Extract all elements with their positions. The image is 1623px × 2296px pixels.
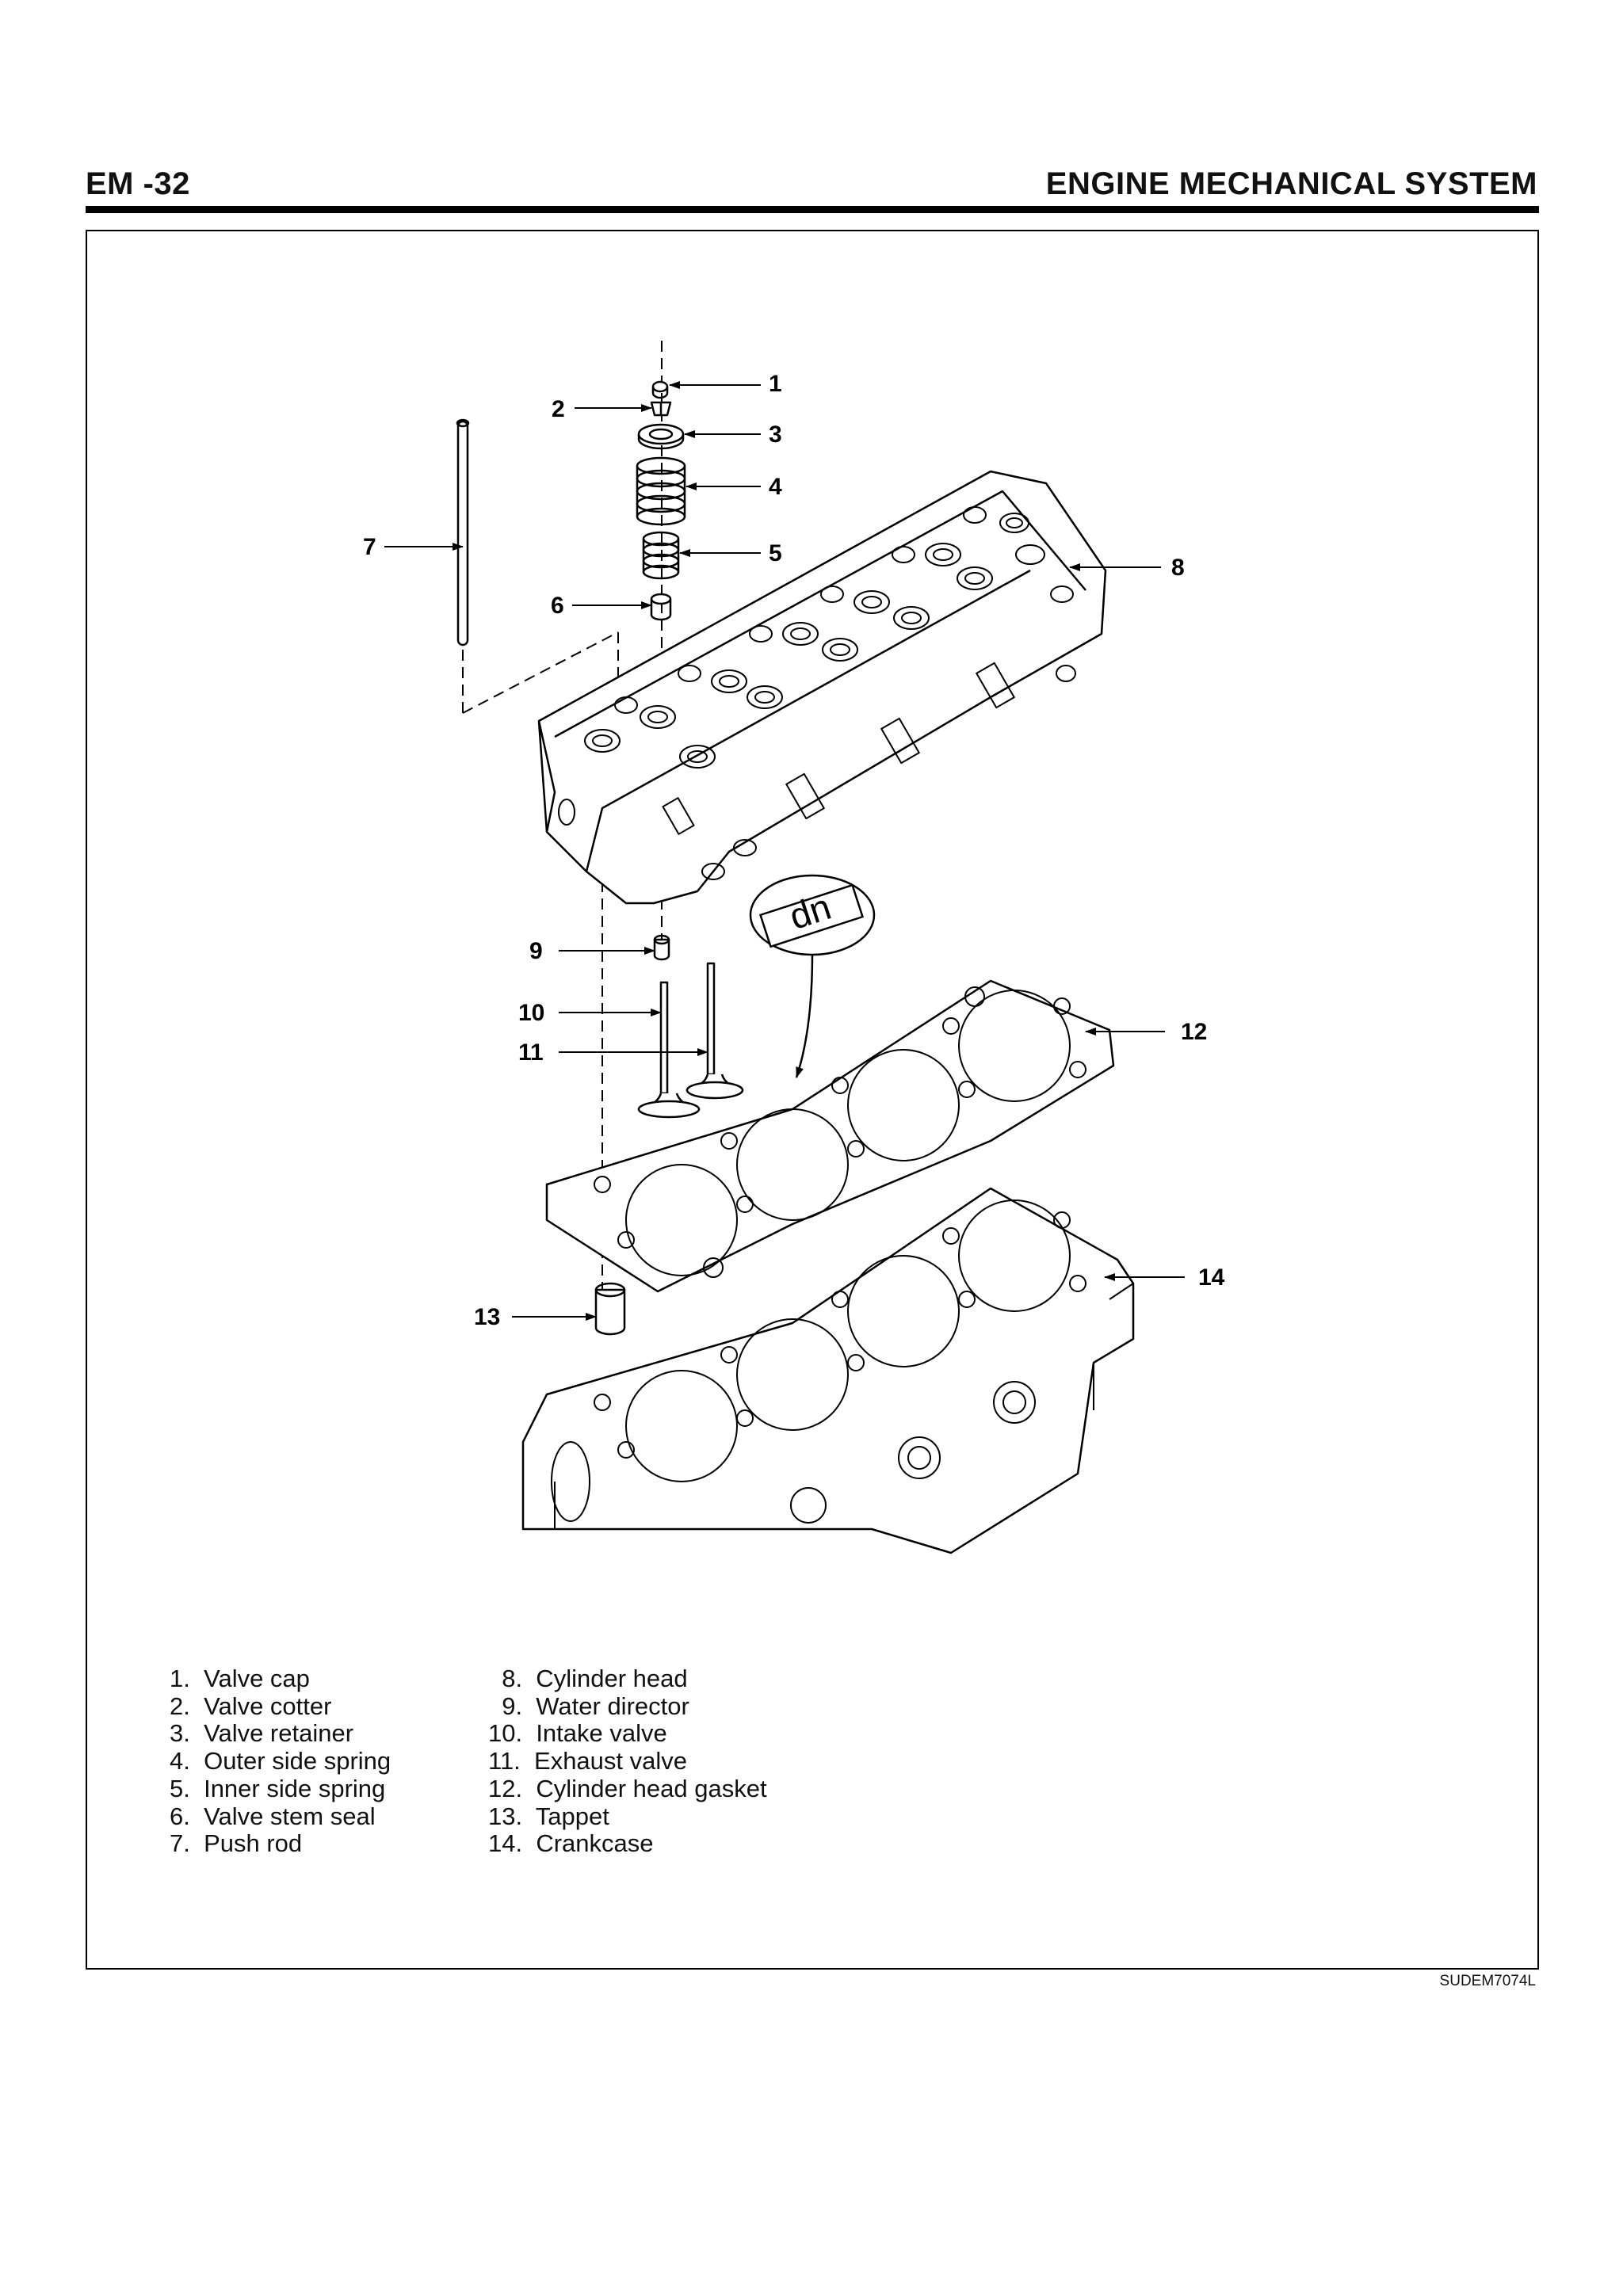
legend-item-valve-retainer: 3. Valve retainer (170, 1719, 354, 1748)
inner-side-spring (642, 531, 680, 580)
section-title: ENGINE MECHANICAL SYSTEM (1045, 166, 1537, 201)
figure-code: SUDEM7074L (1439, 1973, 1536, 1989)
legend-item-cylinder-head: 8. Cylinder head (488, 1665, 688, 1692)
callout-7: 7 (363, 534, 376, 560)
valve-stem-seal (650, 593, 672, 621)
valve-cotter (650, 401, 672, 417)
header-rule (86, 206, 1539, 213)
callout-11: 11 (518, 1039, 544, 1066)
legend-item-crankcase: 14. Crankcase (488, 1829, 654, 1858)
figure-frame (86, 230, 1539, 1970)
legend-item-valve-stem-seal: 6. Valve stem seal (170, 1802, 376, 1830)
legend-left-column: 1. Valve cap 2. Valve cotter 3. Valve re… (170, 1665, 391, 1858)
legend-item-cylinder-head-gasket: 12. Cylinder head gasket (488, 1774, 767, 1802)
legend-item-exhaust-valve: 11. Exhaust valve (488, 1747, 688, 1775)
legend-item-tappet: 13. Tappet (488, 1802, 609, 1830)
legend-item-push-rod: 7. Push rod (170, 1829, 303, 1858)
legend-item-valve-cap: 1. Valve cap (170, 1665, 310, 1692)
callout-12: 12 (1181, 1019, 1207, 1045)
callout-9: 9 (529, 938, 543, 964)
exhaust-valve (685, 962, 744, 1100)
cylinder-head (537, 470, 1107, 905)
callout-3: 3 (769, 421, 782, 448)
callout-5: 5 (769, 540, 782, 566)
callout-leaders (384, 381, 1185, 1321)
callout-6: 6 (551, 593, 564, 619)
callout-1: 1 (769, 371, 782, 397)
water-director (653, 934, 670, 961)
cylinder-head-gasket (545, 979, 1115, 1293)
legend-item-outer-side-spring: 4. Outer side spring (170, 1747, 391, 1775)
push-rod (456, 418, 470, 646)
legend-right-column: 8. Cylinder head 9. Water director 10. I… (488, 1665, 767, 1858)
page-number: EM -32 (86, 166, 190, 201)
callout-2: 2 (552, 396, 565, 422)
page-header: EM -32 ENGINE MECHANICAL SYSTEM (86, 163, 1537, 211)
legend-item-intake-valve: 10. Intake valve (488, 1719, 667, 1748)
outer-side-spring (636, 456, 686, 526)
callout-8: 8 (1171, 555, 1185, 581)
intake-valve (637, 981, 701, 1119)
crankcase (521, 1187, 1135, 1554)
up-mark (749, 874, 876, 1078)
valve-cap (651, 380, 669, 399)
callout-13: 13 (474, 1304, 500, 1330)
callout-4: 4 (769, 474, 782, 500)
legend-item-inner-side-spring: 5. Inner side spring (170, 1774, 386, 1802)
valve-retainer (637, 423, 685, 450)
legend-item-water-director: 9. Water director (488, 1691, 689, 1720)
callout-10: 10 (518, 1000, 544, 1026)
legend-item-valve-cotter: 2. Valve cotter (170, 1691, 332, 1720)
tappet (594, 1282, 626, 1336)
callout-14: 14 (1198, 1264, 1225, 1291)
